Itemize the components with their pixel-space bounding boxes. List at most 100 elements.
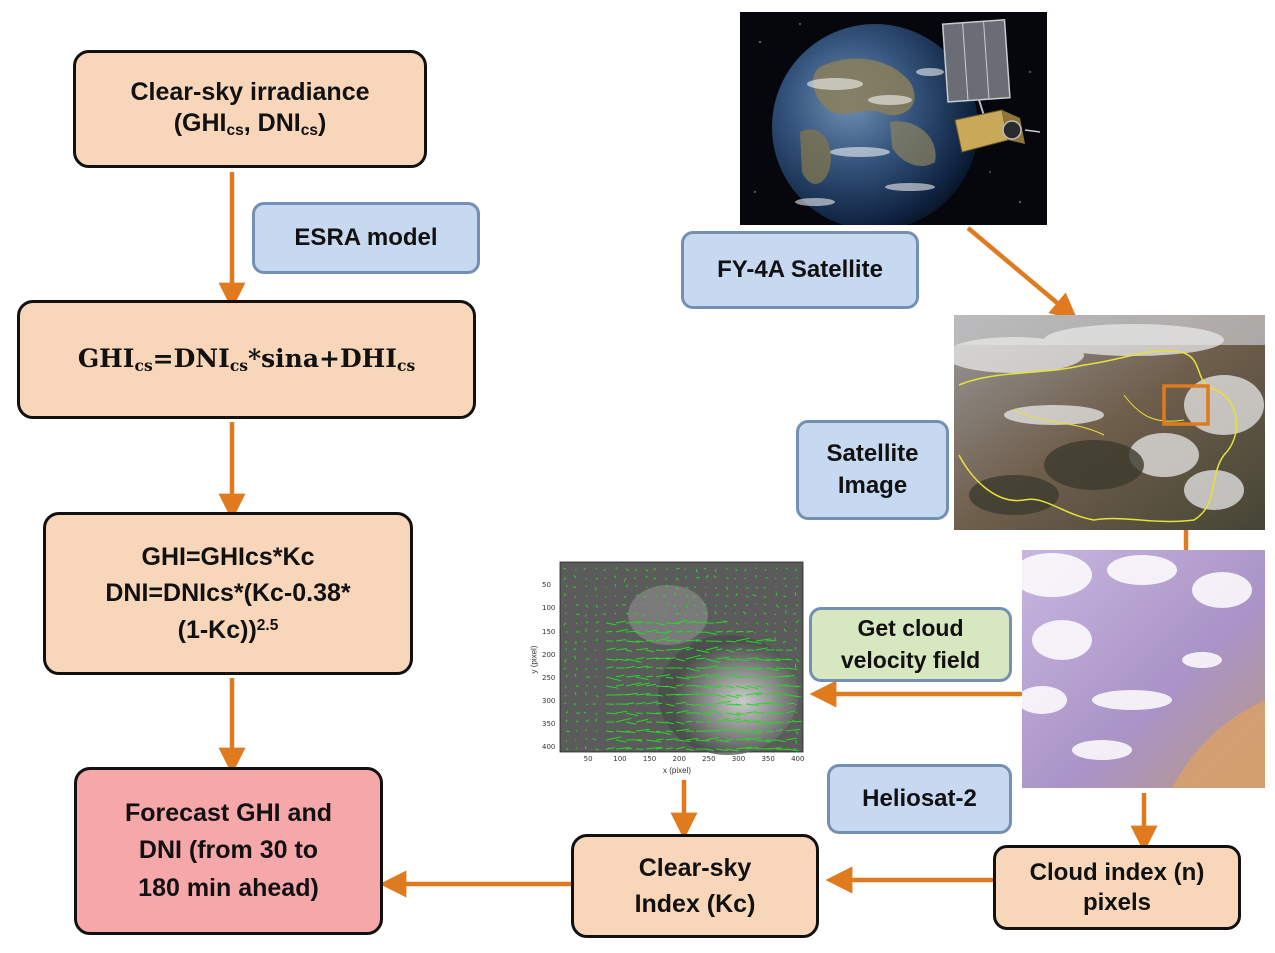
clear-sky-index-line2: Index (Kc) xyxy=(634,890,756,918)
velocity-vector xyxy=(765,721,778,725)
velocity-vector xyxy=(735,630,744,633)
velocity-vector xyxy=(735,719,749,723)
velocity-vector xyxy=(684,568,687,570)
velocity-vector xyxy=(765,640,776,642)
velocity-vector xyxy=(625,568,629,571)
velocity-vector xyxy=(585,719,590,723)
velocity-vector xyxy=(715,656,730,660)
velocity-vector xyxy=(755,739,772,743)
velocity-vector xyxy=(744,577,747,580)
velocity-vector xyxy=(675,676,690,680)
velocity-vector xyxy=(615,620,627,624)
velocity-vector xyxy=(685,647,694,651)
velocity-vector xyxy=(775,684,788,687)
velocity-vector xyxy=(775,712,784,715)
y-tick-label: 200 xyxy=(542,650,556,659)
velocity-vector xyxy=(735,746,752,750)
velocity-vector xyxy=(625,730,636,734)
velocity-vector xyxy=(695,739,710,742)
x-tick-label: 250 xyxy=(702,755,716,763)
velocity-vector xyxy=(725,728,737,732)
velocity-vector xyxy=(775,604,780,608)
velocity-vector xyxy=(755,676,767,680)
velocity-vector xyxy=(563,622,567,626)
velocity-vector xyxy=(695,712,712,717)
velocity-vector xyxy=(735,622,739,625)
velocity-vector xyxy=(725,718,741,723)
velocity-vector xyxy=(655,674,670,678)
velocity-vector xyxy=(735,730,748,734)
velocity-vector xyxy=(763,595,767,599)
velocity-vector xyxy=(645,657,659,660)
velocity-vector xyxy=(585,703,588,705)
velocity-vector xyxy=(655,747,664,750)
velocity-vector xyxy=(605,658,618,661)
cloud-index-line2: pixels xyxy=(1082,888,1152,916)
velocity-vector xyxy=(563,577,567,581)
velocity-vector xyxy=(715,676,724,679)
velocity-vector xyxy=(754,631,757,634)
velocity-vector xyxy=(605,747,615,750)
velocity-vector xyxy=(645,683,657,687)
velocity-vector xyxy=(645,575,648,579)
velocity-vector xyxy=(585,594,588,597)
velocity-vector xyxy=(735,593,738,597)
velocity-vector xyxy=(785,674,795,678)
velocity-vector xyxy=(692,595,697,599)
velocity-vector xyxy=(655,738,664,741)
cloud-index-line1: Cloud index (n) xyxy=(1029,858,1205,886)
velocity-vector xyxy=(645,568,649,572)
velocity-vector xyxy=(765,629,768,633)
velocity-vector xyxy=(675,658,686,662)
velocity-vector xyxy=(675,746,686,750)
velocity-vector xyxy=(595,567,598,570)
velocity-vector xyxy=(655,730,671,735)
velocity-vector xyxy=(785,567,788,570)
velocity-vector xyxy=(675,739,691,743)
velocity-vector xyxy=(655,594,658,597)
velocity-vector xyxy=(573,655,577,660)
velocity-vector xyxy=(783,628,787,633)
velocity-vector xyxy=(685,685,698,687)
velocity-vector xyxy=(615,717,632,723)
velocity-vector xyxy=(585,613,587,617)
velocity-vector xyxy=(695,703,705,707)
velocity-vector xyxy=(705,574,709,579)
velocity-vector xyxy=(695,685,710,689)
velocity-vector xyxy=(785,694,802,698)
velocity-vector xyxy=(595,638,598,642)
x-tick-label: 200 xyxy=(672,755,686,763)
velocity-vector xyxy=(685,604,688,609)
velocity-vector xyxy=(705,703,717,708)
velocity-vector xyxy=(615,739,627,743)
velocity-vector xyxy=(765,702,778,705)
velocity-vector xyxy=(655,622,666,626)
velocity-vector xyxy=(725,630,733,633)
clear-sky-line2: (GHIcs, DNIcs) xyxy=(173,109,327,140)
velocity-vector xyxy=(705,685,720,688)
velocity-vector xyxy=(585,604,589,608)
velocity-vector xyxy=(563,593,567,597)
velocity-vector xyxy=(635,640,645,643)
velocity-vector xyxy=(725,703,740,706)
velocity-vector xyxy=(794,592,797,597)
clear-sky-index-line1: Clear-sky xyxy=(638,853,752,882)
velocity-vector xyxy=(665,738,678,741)
velocity-vector xyxy=(605,712,617,715)
velocity-vector xyxy=(685,630,693,633)
clear-sky-index-box: Clear-sky Index (Kc) xyxy=(571,834,819,938)
velocity-vector xyxy=(795,658,800,662)
velocity-vector xyxy=(665,622,681,625)
y-tick-label: 300 xyxy=(542,697,556,706)
velocity-vector xyxy=(755,702,772,705)
velocity-vector xyxy=(665,630,673,633)
velocity-vector xyxy=(745,630,754,633)
dni-formula-line1: DNI=DNIcs*(Kc-0.38* xyxy=(105,579,351,608)
velocity-vector xyxy=(785,685,801,687)
esra-model-label: ESRA model xyxy=(252,202,480,274)
velocity-vector xyxy=(745,720,762,723)
velocity-vector xyxy=(775,729,784,732)
velocity-vector xyxy=(783,595,787,598)
velocity-vector xyxy=(745,703,759,706)
velocity-vector xyxy=(635,657,645,660)
